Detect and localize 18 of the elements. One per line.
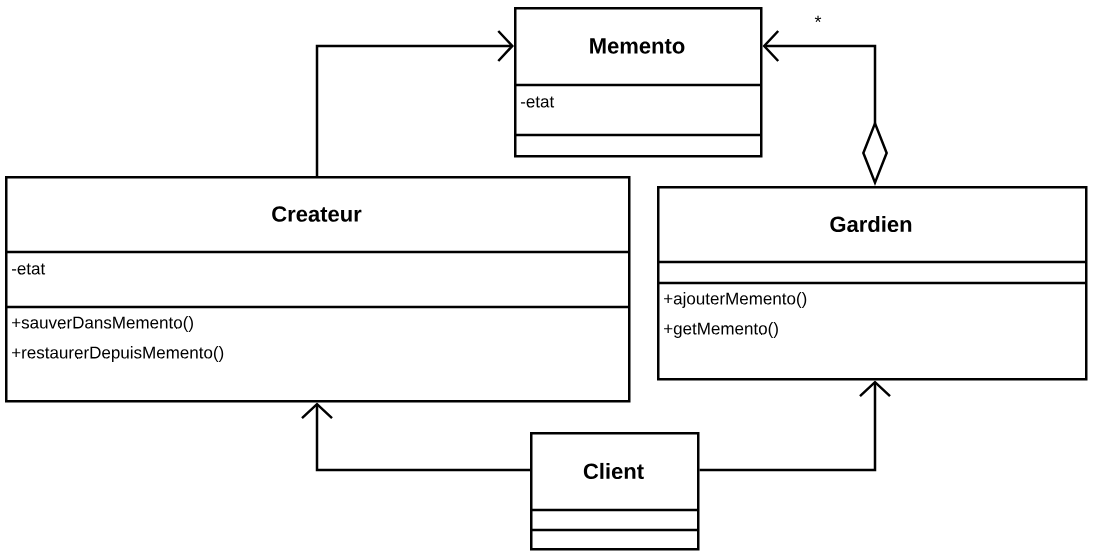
class-name: Client xyxy=(583,462,644,480)
class-box xyxy=(530,432,700,551)
class-box xyxy=(5,176,631,403)
operation: +restaurerDepuisMemento() xyxy=(12,346,224,362)
class-name: Gardien xyxy=(830,215,912,233)
association-arrow xyxy=(315,30,514,176)
attribute: -etat xyxy=(11,263,46,275)
class-box xyxy=(514,7,763,158)
association-arrow xyxy=(301,402,530,472)
class-name: Createur xyxy=(272,206,362,222)
association-arrow xyxy=(699,380,891,472)
class-box xyxy=(657,186,1088,381)
multiplicity-label: * xyxy=(814,15,822,23)
class-name: Memento xyxy=(590,38,685,54)
operation: +sauverDansMemento() xyxy=(12,316,193,332)
operation: +ajouterMemento() xyxy=(664,292,807,308)
operation: +getMemento() xyxy=(664,322,778,338)
attribute: -etat xyxy=(520,96,555,108)
